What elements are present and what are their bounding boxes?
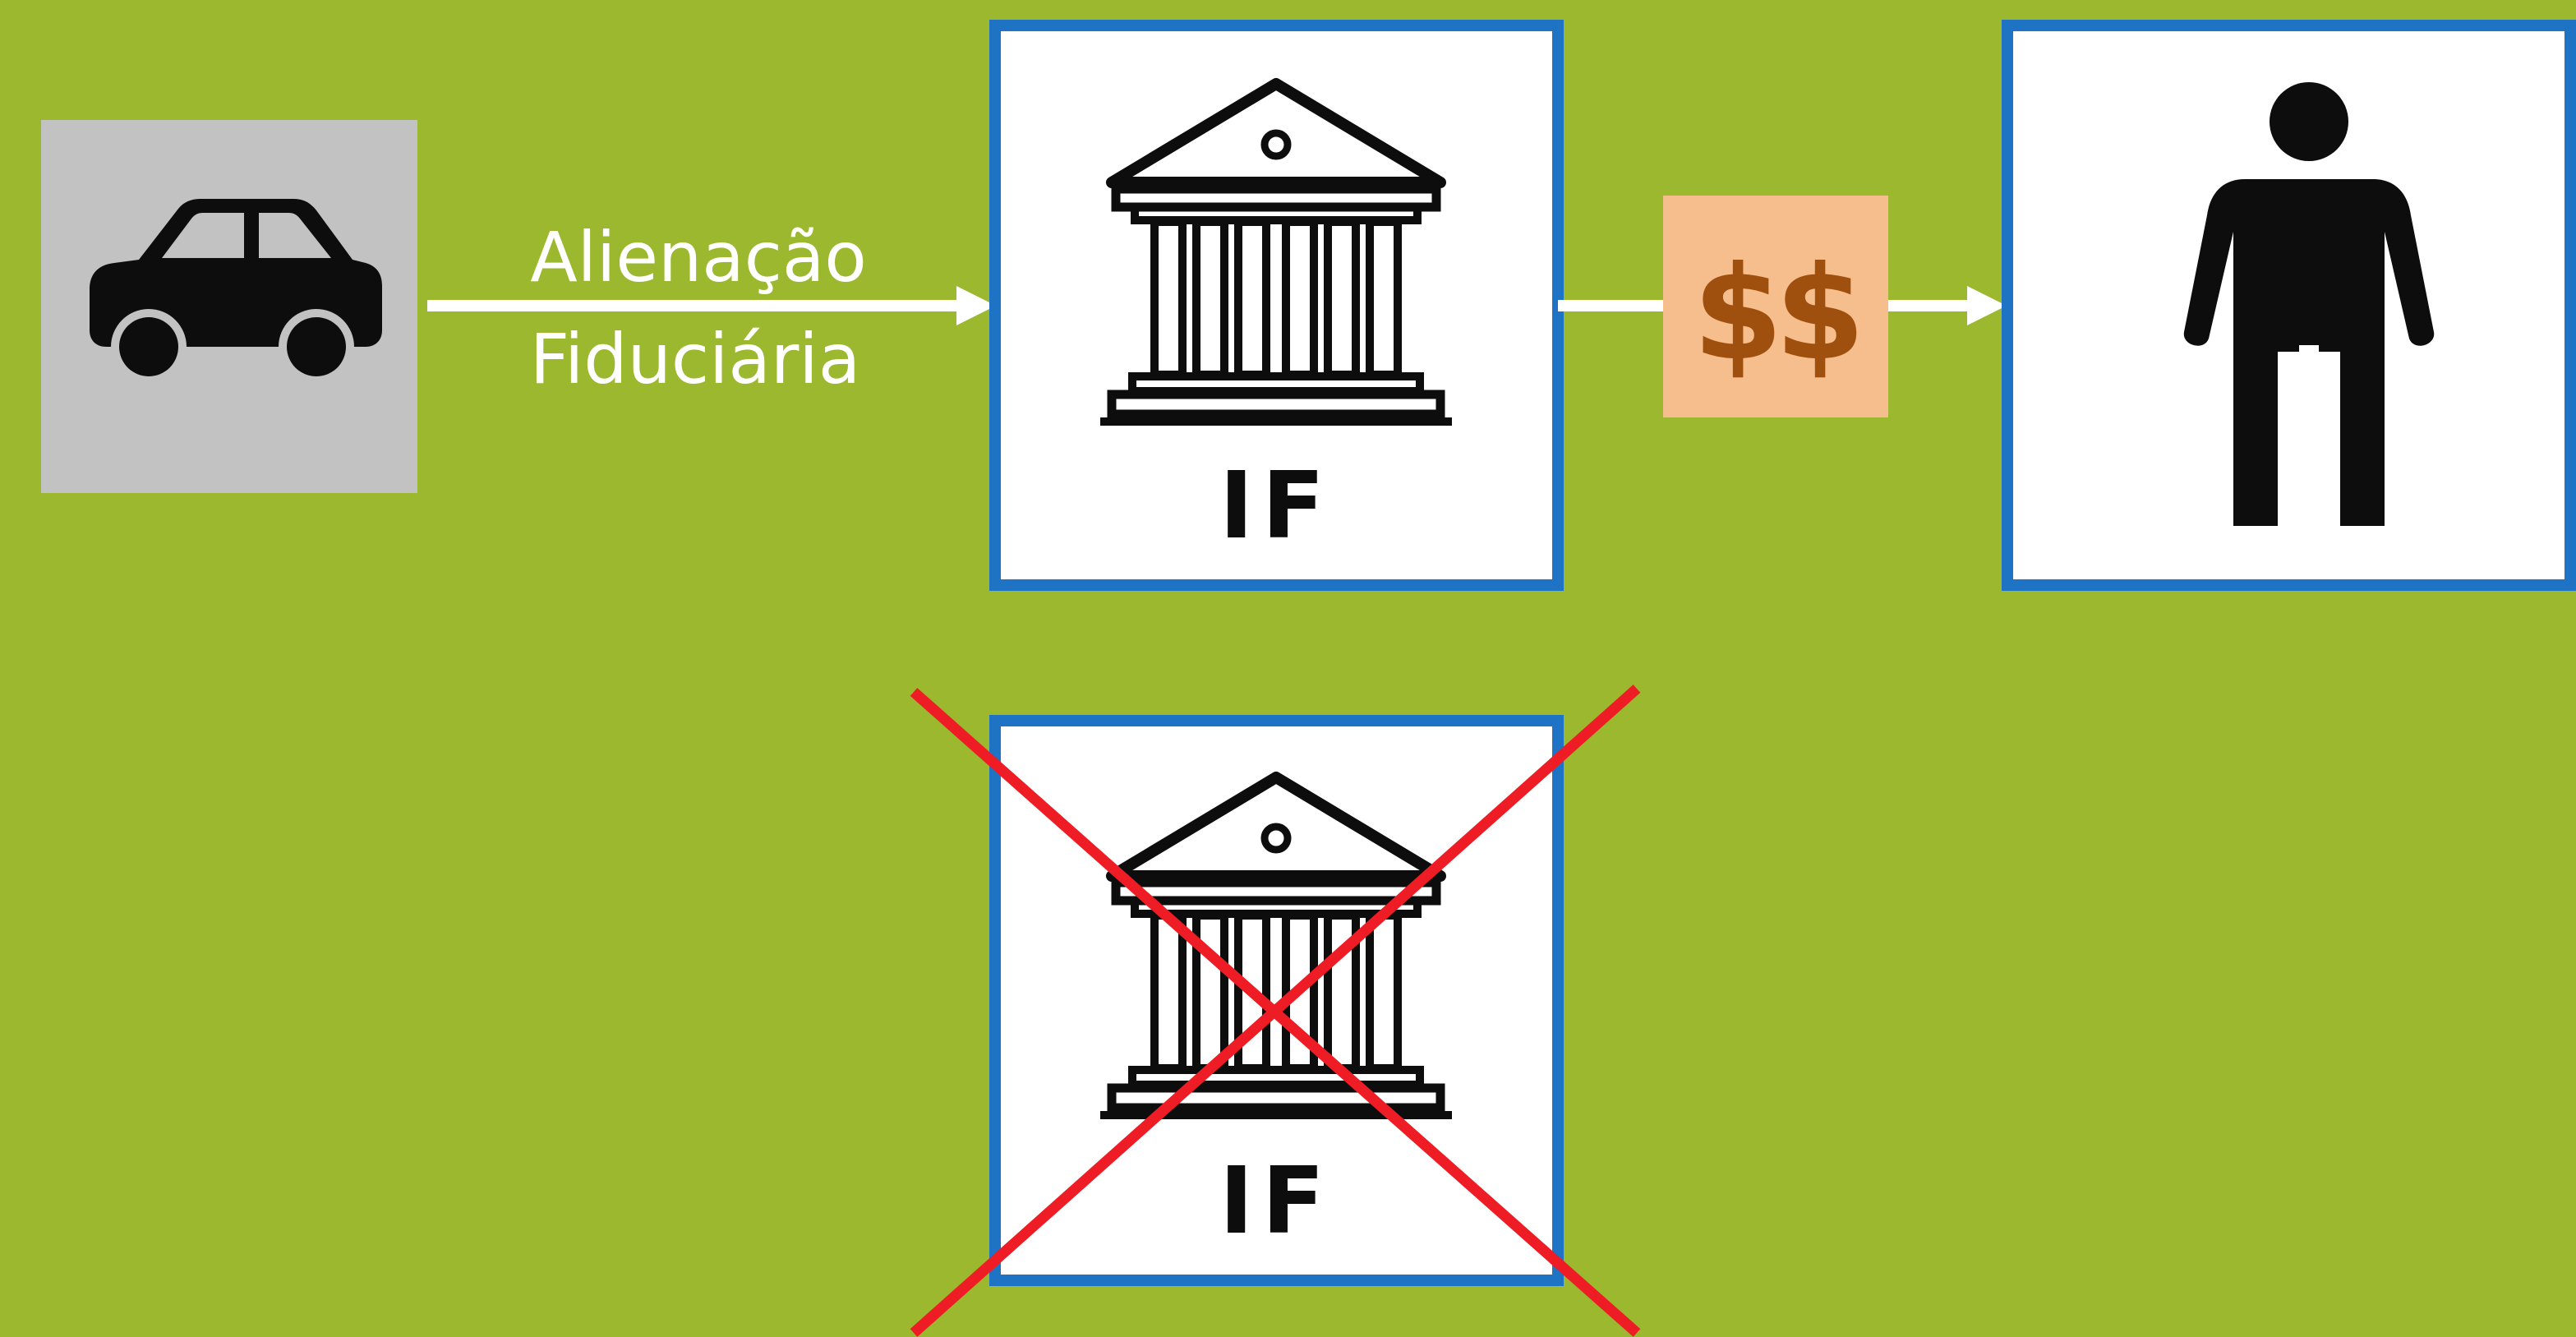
person-icon <box>2183 82 2435 528</box>
vehicle-tile <box>41 120 417 493</box>
cross-out-icon <box>910 685 1641 1337</box>
money-arrow: $$ <box>1558 196 2007 417</box>
money-tile <box>1663 196 1888 417</box>
institution-box-top: IF <box>989 20 1564 591</box>
car-icon <box>90 199 382 385</box>
institution-box-bottom: IF <box>989 715 1564 1286</box>
institution-label-bottom: IF <box>1219 1148 1333 1255</box>
money-label: $$ <box>1693 238 1857 390</box>
person-box <box>2002 20 2576 591</box>
arrow-label-line2: Fiduciária <box>530 319 860 399</box>
arrow-label-line1: Alienação <box>530 217 867 297</box>
alienacao-arrow: Alienação Fiduciária <box>427 217 996 399</box>
institution-label-top: IF <box>1219 453 1333 560</box>
